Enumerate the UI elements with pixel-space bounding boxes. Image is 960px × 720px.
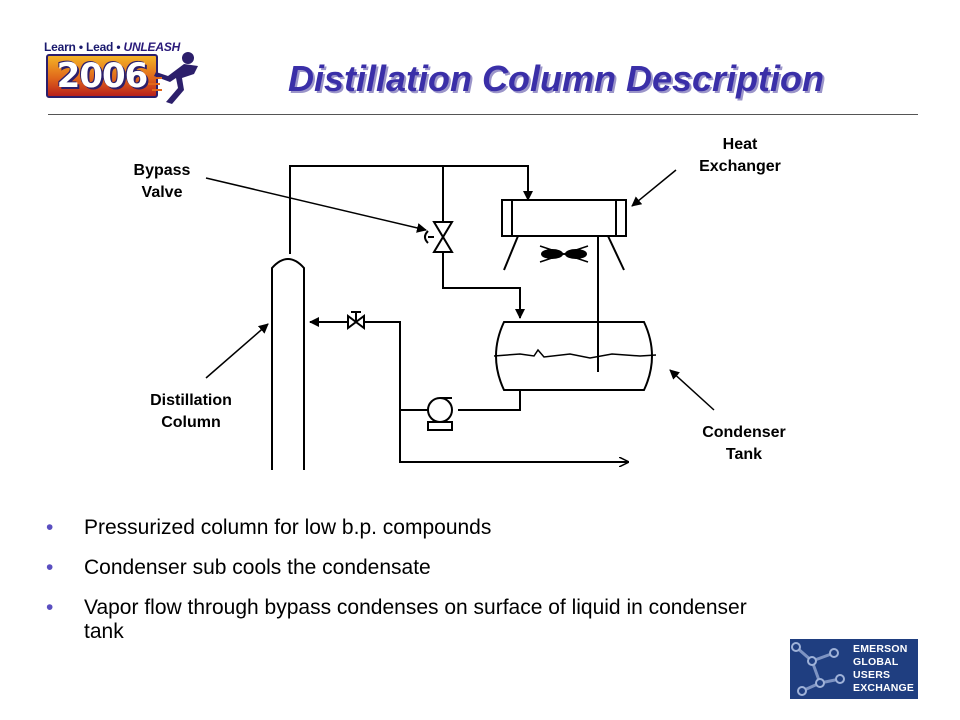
conference-logo: Learn • Lead • UNLEASH 2006 — [44, 40, 204, 108]
tagline-sep-1: • — [78, 40, 83, 54]
tagline-unleash: UNLEASH — [123, 40, 181, 54]
bypass-line — [442, 166, 520, 318]
logo-line: EMERSON — [853, 643, 908, 655]
label-bypass-valve: Bypass Valve — [112, 160, 212, 204]
reflux-line — [310, 322, 428, 411]
logo-tagline: Learn • Lead • UNLEASH — [44, 40, 180, 54]
tagline-sep-2: • — [116, 40, 121, 54]
network-icon — [791, 642, 845, 696]
exchange-logo-text: EMERSON GLOBAL USERS EXCHANGE — [853, 643, 914, 695]
pump-symbol — [427, 397, 453, 431]
condenser-tank-shape — [493, 321, 657, 391]
heat-exchanger-shape — [501, 199, 627, 271]
tank-outlet-line — [458, 390, 521, 411]
label-line: Heat — [722, 136, 758, 153]
label-condenser-tank: Condenser Tank — [680, 422, 808, 466]
label-line: Bypass — [133, 162, 191, 179]
logo-year: 2006 — [46, 54, 158, 98]
product-line — [399, 410, 628, 462]
label-heat-exchanger: Heat Exchanger — [680, 134, 800, 178]
label-line: Column — [161, 414, 221, 431]
bullet-marker: • — [46, 516, 54, 539]
label-line: Valve — [141, 184, 183, 201]
label-line: Exchanger — [699, 158, 781, 175]
label-distillation-column: Distillation Column — [126, 390, 256, 434]
overhead-vapor-line — [289, 165, 533, 254]
label-line: Condenser — [702, 424, 786, 441]
bullet-list: • Pressurized column for low b.p. compou… — [46, 516, 786, 660]
logo-line: GLOBAL — [853, 656, 899, 668]
bullet-item: • Condenser sub cools the condensate — [46, 556, 786, 580]
bullet-text: Vapor flow through bypass condenses on s… — [84, 596, 747, 643]
column-pointer — [205, 323, 269, 379]
title-divider — [48, 114, 918, 115]
logo-line: USERS — [853, 669, 891, 681]
bullet-marker: • — [46, 596, 54, 619]
column-shape — [271, 258, 305, 470]
bypass-valve-symbol — [424, 221, 454, 253]
heat-exchanger-pointer — [631, 169, 677, 207]
label-line: Distillation — [150, 392, 232, 409]
emerson-exchange-logo: EMERSON GLOBAL USERS EXCHANGE — [790, 639, 918, 699]
runner-icon — [148, 52, 198, 104]
bullet-text: Condenser sub cools the condensate — [84, 556, 431, 579]
tagline-lead: Lead — [85, 40, 114, 54]
bullet-item: • Vapor flow through bypass condenses on… — [46, 596, 786, 644]
bullet-item: • Pressurized column for low b.p. compou… — [46, 516, 786, 540]
bullet-marker: • — [46, 556, 54, 579]
logo-line: EXCHANGE — [853, 682, 915, 694]
bullet-text: Pressurized column for low b.p. compound… — [84, 516, 492, 539]
bypass-valve-pointer — [205, 177, 427, 233]
tagline-learn: Learn — [44, 40, 76, 54]
reflux-valve-symbol — [347, 311, 365, 330]
label-line: Tank — [725, 446, 763, 463]
condenser-tank-pointer — [669, 369, 715, 411]
page-title: Distillation Column Description — [288, 58, 825, 99]
